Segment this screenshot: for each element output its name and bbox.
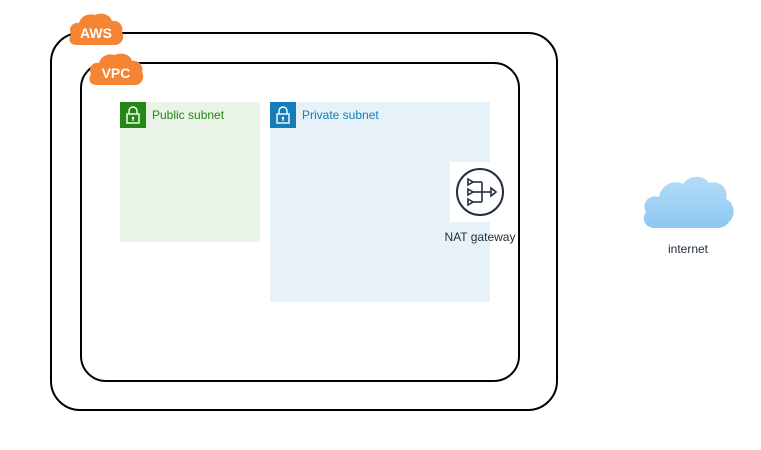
- vpc-cloud-badge: VPC: [89, 53, 144, 85]
- private-subnet-lock-icon: [270, 102, 296, 128]
- nat-gateway-label: NAT gateway: [444, 230, 516, 244]
- aws-cloud-badge: AWS: [69, 13, 124, 45]
- aws-cloud-group[interactable]: [50, 32, 558, 411]
- aws-group-label: AWS: [80, 25, 112, 41]
- vpc-cloud-icon: [89, 53, 144, 85]
- nat-gateway-icon: [456, 168, 504, 216]
- aws-cloud-icon: [69, 13, 124, 45]
- public-subnet-lock-icon: [120, 102, 146, 128]
- vpc-group[interactable]: [80, 62, 520, 382]
- vpc-group-label: VPC: [102, 65, 131, 81]
- internet-label: internet: [667, 242, 709, 256]
- public-subnet-label: Public subnet: [152, 108, 225, 122]
- private-subnet-label: Private subnet: [302, 108, 379, 122]
- nat-gateway-node[interactable]: [450, 162, 510, 222]
- cloud-icon[interactable]: [641, 172, 735, 232]
- public-subnet-group[interactable]: Public subnet: [120, 102, 260, 242]
